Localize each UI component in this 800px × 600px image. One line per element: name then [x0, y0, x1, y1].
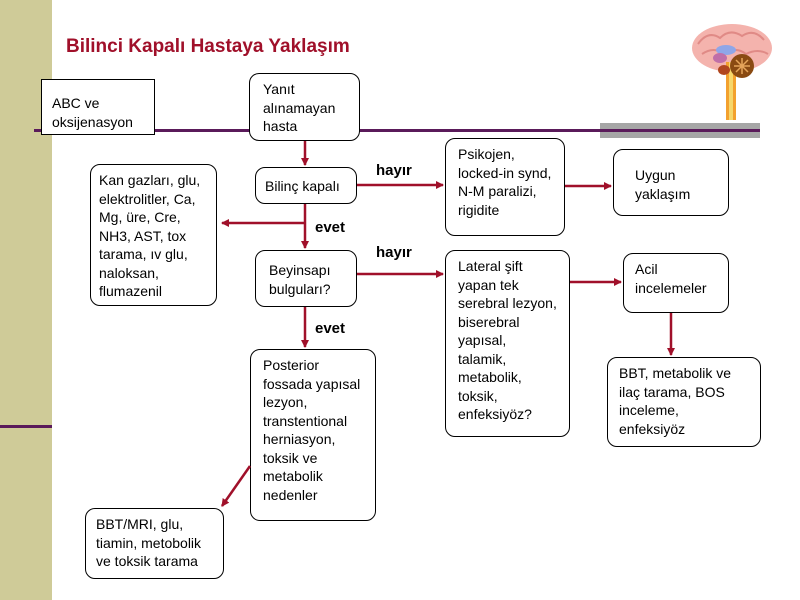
arrow-posterior-to-ct-mri — [220, 465, 252, 507]
ct-metabolic-text: BBT, metabolik ve ilaç tarama, BOS incel… — [619, 365, 732, 437]
urgent-tests-text: Acil incelemeler — [635, 261, 707, 296]
posterior-fossa-box: Posterior fossada yapısal lezyon, transt… — [250, 349, 376, 521]
abc-oxygenation-box: ABC ve oksijenasyon — [41, 79, 155, 135]
lab-tests-box: Kan gazları, glu, elektrolitler, Ca, Mg,… — [90, 164, 217, 306]
lateral-shift-text: Lateral şift yapan tek serebral lezyon, … — [458, 258, 557, 422]
left-bar-divider — [0, 425, 52, 428]
unresponsive-patient-text: Yanıt alınamayan hasta — [263, 81, 336, 134]
brainstem-findings-box: Beyinsapı bulguları? — [255, 250, 357, 307]
posterior-fossa-text: Posterior fossada yapısal lezyon, transt… — [263, 357, 361, 503]
brainstem-findings-text: Beyinsapı bulguları? — [269, 262, 331, 297]
lab-tests-text: Kan gazları, glu, elektrolitler, Ca, Mg,… — [99, 172, 201, 299]
brain-anatomy-icon — [692, 24, 772, 120]
header-rule-right — [600, 129, 760, 132]
psychogenic-box: Psikojen, locked-in synd, N-M paralizi, … — [445, 138, 565, 236]
no-label-2: hayır — [376, 244, 412, 261]
abc-oxygenation-text: ABC ve oksijenasyon — [52, 95, 133, 130]
unconscious-box: Bilinç kapalı — [255, 167, 357, 204]
no-label-1: hayır — [376, 162, 412, 179]
slide-title: Bilinci Kapalı Hastaya Yaklaşım — [66, 36, 350, 57]
appropriate-approach-box: Uygun yaklaşım — [613, 149, 729, 216]
yes-label-2: evet — [315, 320, 346, 337]
ct-mri-text: BBT/MRI, glu, tiamin, metobolik ve toksi… — [96, 516, 202, 569]
yes-label-1: evet — [315, 219, 346, 236]
appropriate-approach-text: Uygun yaklaşım — [635, 167, 691, 202]
lateral-shift-box: Lateral şift yapan tek serebral lezyon, … — [445, 250, 570, 437]
unresponsive-patient-box: Yanıt alınamayan hasta — [249, 73, 360, 141]
urgent-tests-box: Acil incelemeler — [623, 253, 729, 313]
unconscious-text: Bilinç kapalı — [265, 178, 340, 194]
ct-metabolic-box: BBT, metabolik ve ilaç tarama, BOS incel… — [607, 357, 761, 447]
header-rule — [34, 129, 760, 132]
psychogenic-text: Psikojen, locked-in synd, N-M paralizi, … — [458, 146, 552, 218]
ct-mri-box: BBT/MRI, glu, tiamin, metobolik ve toksi… — [85, 508, 224, 579]
